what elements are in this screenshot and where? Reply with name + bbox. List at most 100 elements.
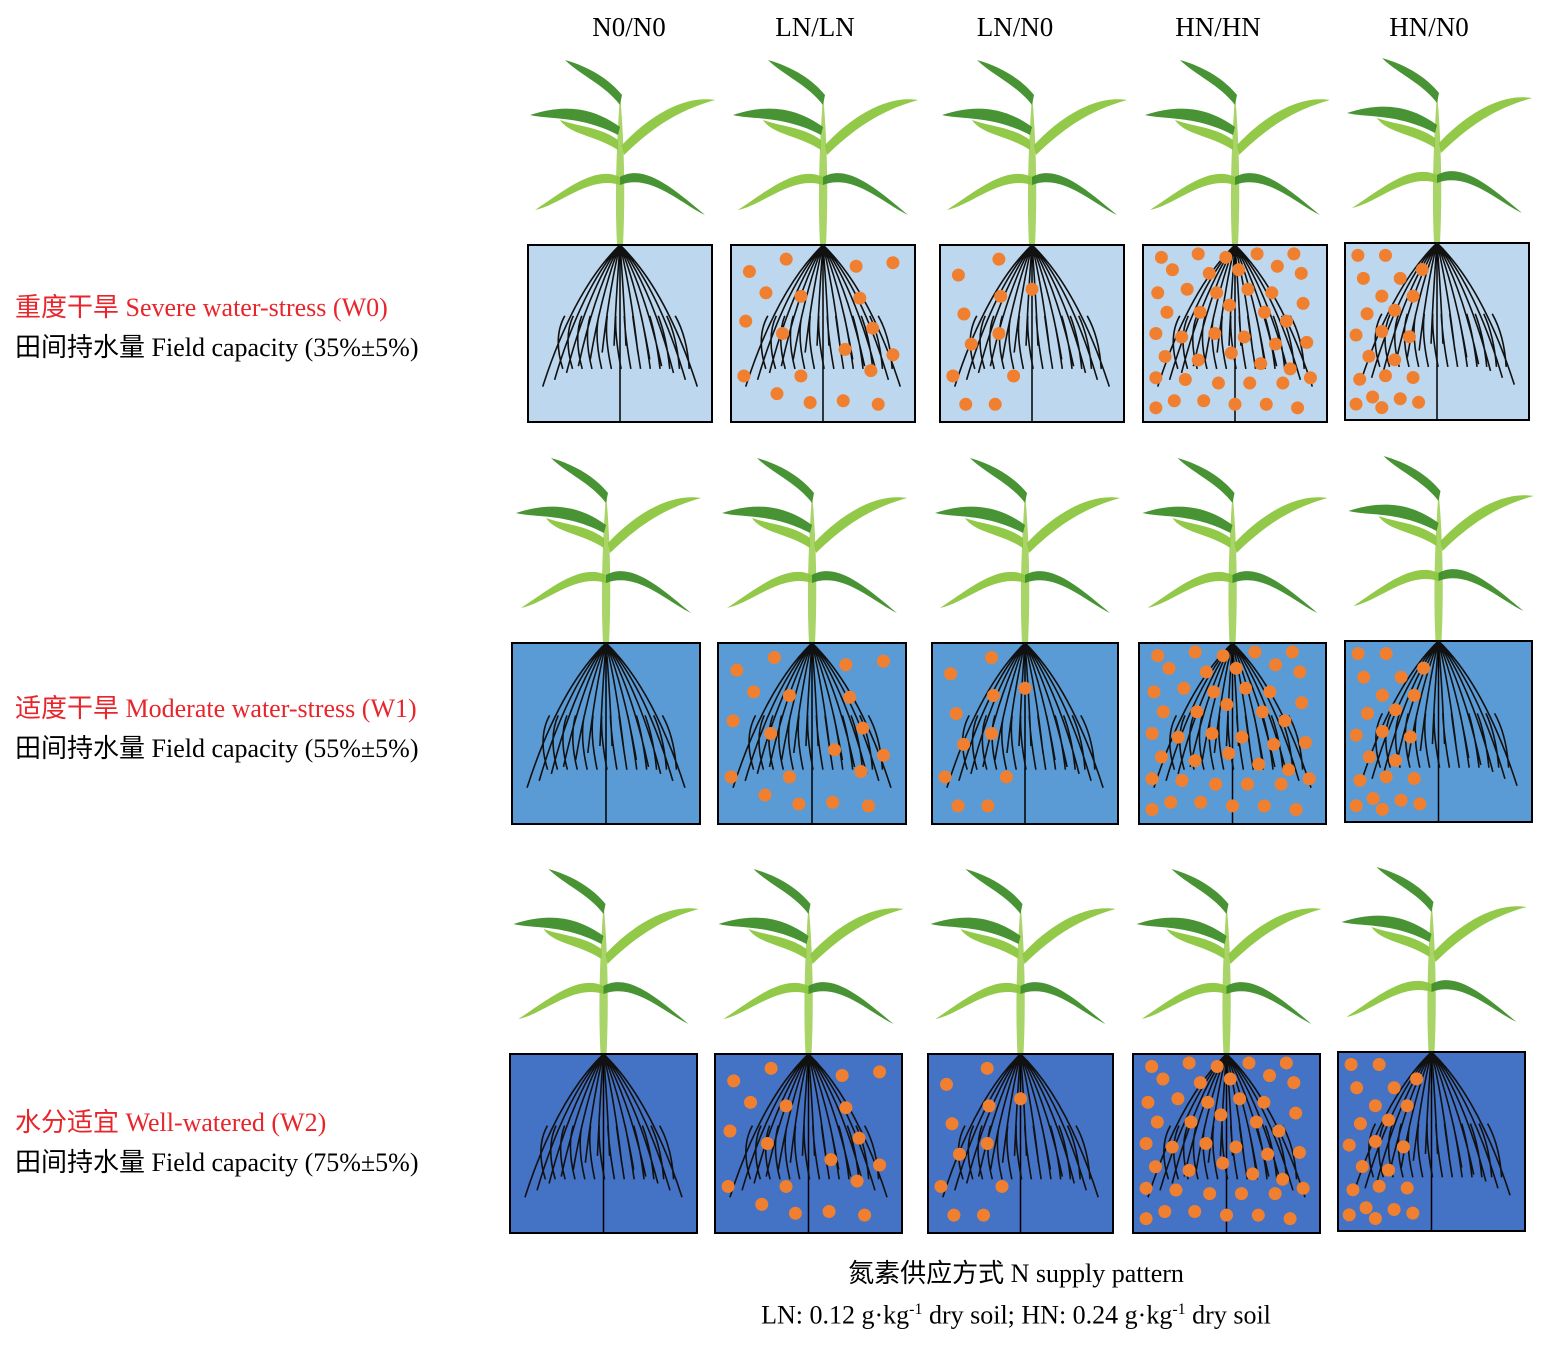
- leaf: [548, 869, 606, 914]
- pot-cell: [730, 60, 918, 423]
- fertilizer-dot: [986, 688, 1000, 702]
- leaf: [1171, 869, 1229, 914]
- stem: [818, 95, 828, 245]
- leaf: [1376, 867, 1434, 912]
- fertilizer-dot: [977, 1208, 990, 1222]
- row-label-w1: 适度干旱 Moderate water-stress (W1) 田间持水量 Fi…: [15, 689, 515, 769]
- fertilizer-dot: [858, 1208, 872, 1222]
- leaf: [825, 99, 918, 155]
- pot-cell: [717, 458, 907, 825]
- row-w1-treatment: 适度干旱 Moderate water-stress (W1): [15, 694, 417, 723]
- fertilizer-dot: [949, 707, 963, 721]
- fertilizer-dot: [1393, 392, 1407, 406]
- fertilizer-dot: [959, 397, 973, 411]
- fertilizer-dot: [1145, 803, 1159, 817]
- leaf: [947, 173, 1032, 210]
- fertilizer-dot: [1362, 349, 1376, 363]
- fertilizer-dot: [1193, 305, 1207, 319]
- fertilizer-dot: [1205, 727, 1219, 740]
- fertilizer-dot: [730, 663, 744, 677]
- fertilizer-dot: [779, 1099, 793, 1113]
- fertilizer-dot: [849, 259, 863, 273]
- fertilizer-dot: [1184, 1115, 1198, 1129]
- fertilizer-dot: [852, 1131, 866, 1145]
- fertilizer-dot: [767, 650, 781, 664]
- fertilizer-dot: [1261, 1147, 1275, 1161]
- fertilizer-dot: [1342, 1208, 1356, 1222]
- leaf: [1032, 173, 1117, 215]
- fertilizer-dot: [835, 1068, 849, 1082]
- fertilizer-dot: [1410, 1072, 1424, 1086]
- fertilizer-dot: [1375, 289, 1389, 303]
- fertilizer-dot: [1233, 1092, 1247, 1106]
- fertilizer-dot: [1165, 263, 1179, 277]
- fertilizer-dot: [1346, 1183, 1360, 1197]
- leaf: [543, 929, 602, 959]
- fertilizer-dot: [1194, 795, 1208, 809]
- fertilizer-dot: [1219, 250, 1233, 264]
- roots: [524, 1053, 683, 1198]
- fertilizer-dot: [994, 289, 1008, 303]
- leaf: [1371, 927, 1430, 957]
- row-w2-treatment: 水分适宜 Well-watered (W2): [15, 1108, 327, 1137]
- row-w0-treatment: 重度干旱 Severe water-stress (W0): [15, 293, 388, 322]
- leaf: [1437, 171, 1522, 213]
- fertilizer-dot: [1240, 777, 1254, 791]
- fertilizer-dot: [1241, 282, 1255, 296]
- fertilizer-dot: [1232, 263, 1246, 277]
- leaf: [935, 506, 1025, 533]
- leaf: [1438, 569, 1524, 611]
- fertilizer-dot: [1025, 282, 1039, 296]
- fertilizer-dot: [999, 770, 1013, 784]
- fertilizer-dot: [1148, 1160, 1162, 1174]
- fertilizer-dot: [1199, 1137, 1213, 1150]
- fertilizer-dot: [1007, 369, 1021, 383]
- leaf: [1025, 571, 1110, 613]
- stem: [807, 493, 817, 643]
- leaf: [1034, 99, 1127, 155]
- fertilizer-dot: [1147, 685, 1161, 699]
- leaf: [748, 929, 807, 959]
- leaf: [753, 869, 811, 914]
- leaf: [1235, 173, 1320, 215]
- fertilizer-dot: [1342, 1138, 1356, 1152]
- leaf: [1234, 497, 1328, 553]
- column-label-ln-ln: LN/LN: [775, 12, 855, 42]
- fertilizer-dot: [794, 289, 808, 303]
- leaf: [718, 917, 809, 944]
- roots: [526, 642, 686, 789]
- fertilizer-dot: [1182, 1163, 1196, 1177]
- fertilizer-dot: [1222, 298, 1236, 312]
- fertilizer-dot: [839, 1101, 853, 1115]
- leaf: [977, 60, 1034, 105]
- fertilizer-dot: [964, 337, 978, 351]
- fertilizer-dot: [1235, 730, 1249, 744]
- leaf: [1341, 915, 1432, 942]
- stem: [1016, 904, 1025, 1054]
- fertilizer-dot: [856, 721, 870, 735]
- fertilizer-dot: [1259, 397, 1273, 411]
- fertilizer-dot: [1360, 307, 1374, 321]
- fertilizer-dot: [1403, 730, 1417, 744]
- stem: [615, 95, 625, 245]
- fertilizer-dot: [1293, 665, 1307, 679]
- fertilizer-dot: [1282, 763, 1296, 777]
- fertilizer-dot: [1263, 685, 1277, 699]
- fertilizer-dot: [947, 1208, 961, 1222]
- fertilizer-dot: [1246, 1167, 1260, 1181]
- row-w1-capacity: 田间持水量 Field capacity (55%±5%): [15, 734, 419, 763]
- stem: [1027, 95, 1037, 245]
- fertilizer-dot: [1162, 661, 1176, 675]
- fertilizer-dot: [1226, 799, 1239, 813]
- leaf: [1226, 982, 1312, 1024]
- stem: [1020, 493, 1030, 643]
- fertilizer-dot: [1407, 772, 1421, 786]
- fertilizer-dot: [1393, 271, 1407, 285]
- footer-caption: 氮素供应方式 N supply pattern LN: 0.12 g·kg-1 …: [616, 1256, 1416, 1334]
- fertilizer-dot: [1351, 248, 1365, 262]
- fertilizer-dot: [1180, 282, 1194, 296]
- fertilizer-dot: [853, 291, 867, 305]
- fertilizer-dot: [794, 369, 808, 383]
- fertilizer-dot: [1252, 757, 1266, 771]
- fertilizer-dot: [1355, 1160, 1369, 1174]
